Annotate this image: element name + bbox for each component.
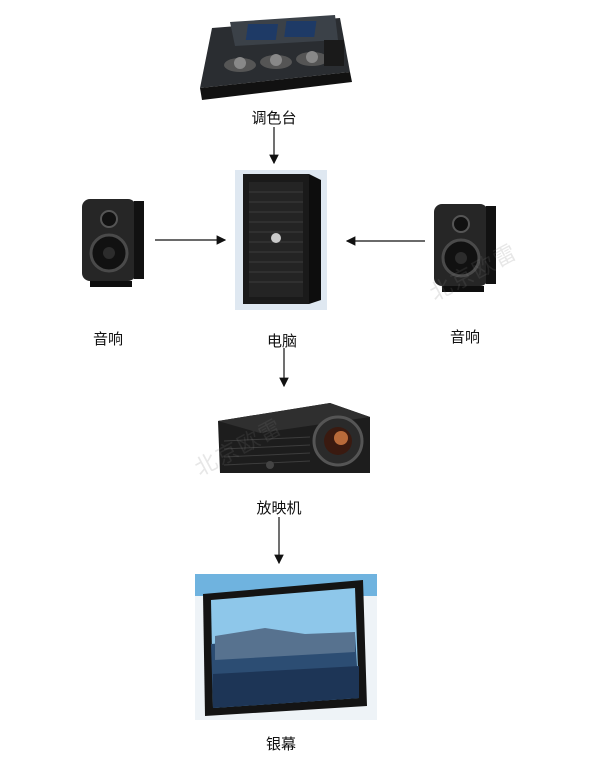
computer-label: 电脑 [266,332,298,350]
grading-console-image [200,15,352,100]
right-speaker-label: 音响 [449,328,481,346]
projector-image [218,403,370,473]
computer-tower-image [235,170,327,310]
screen-label: 银幕 [265,735,297,753]
projector-label: 放映机 [256,499,302,517]
projection-screen-image [195,574,377,720]
left-speaker-label: 音响 [92,330,124,348]
right-speaker-image [434,204,496,292]
left-speaker-image [82,199,144,287]
console-label: 调色台 [251,109,297,127]
